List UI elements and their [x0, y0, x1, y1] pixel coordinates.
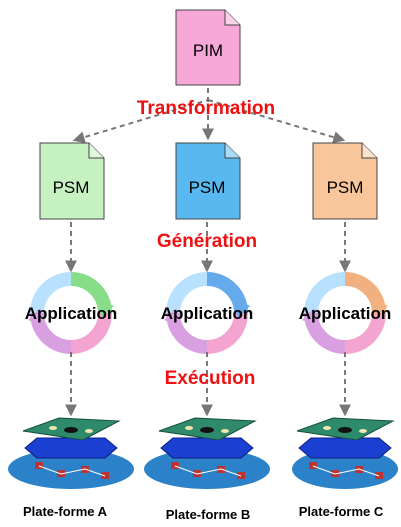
psm-label-c: PSM	[327, 178, 364, 197]
platform-label-b: Plate-forme B	[166, 507, 251, 522]
execution-arrows	[65, 352, 351, 417]
psm-label-a: PSM	[53, 178, 90, 197]
app-label-b: Application	[161, 304, 254, 323]
psm-document-b: PSM	[175, 142, 241, 220]
platform-label-c: Plate-forme C	[299, 504, 384, 519]
app-label-a: Application	[25, 304, 118, 323]
psm-document-a: PSM	[39, 142, 105, 220]
pim-document: PIM	[175, 9, 241, 86]
platform-label-a: Plate-forme A	[23, 504, 108, 519]
pim-document-shape	[175, 9, 241, 86]
psm-label-b: PSM	[189, 178, 226, 197]
transformation-arrows	[72, 88, 346, 144]
platform-c	[292, 417, 398, 489]
application-cycle-a: Application	[25, 272, 118, 354]
pim-label: PIM	[193, 41, 223, 60]
platform-a	[8, 417, 134, 489]
stage-generation: Génération	[157, 231, 257, 252]
arrow-pim-to-psm-c	[207, 99, 346, 144]
psm-document-c: PSM	[312, 142, 378, 220]
stage-transformation: Transformation	[137, 98, 275, 119]
app-label-c: Application	[299, 304, 392, 323]
platform-b	[144, 417, 270, 489]
application-cycle-c: Application	[299, 272, 392, 354]
generation-arrows	[65, 222, 351, 273]
application-cycle-b: Application	[161, 272, 254, 354]
stage-execution: Exécution	[165, 368, 256, 389]
